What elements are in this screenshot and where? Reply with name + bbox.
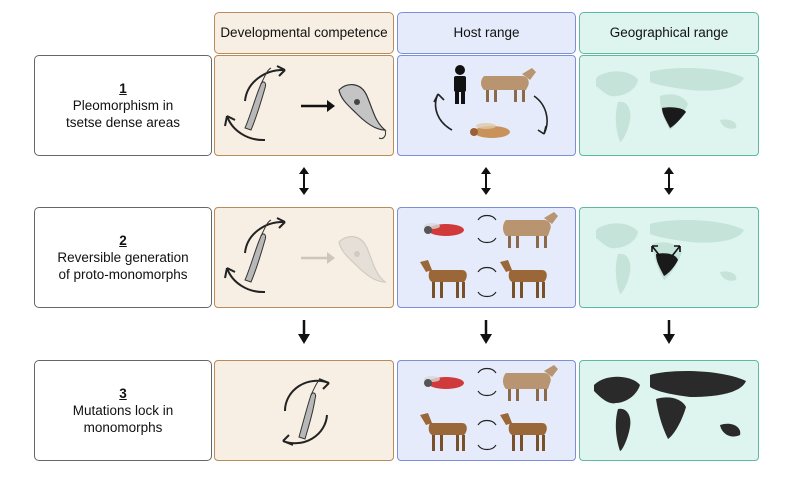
horsefly-icon (424, 223, 464, 236)
cycle-arrows-small-icon (477, 214, 497, 244)
arrow-right-faded-icon (301, 252, 335, 264)
double-arrow-host-icon (481, 167, 491, 195)
cycle-arrows-small-icon (477, 419, 497, 451)
row-2-number: 2 (119, 233, 127, 248)
trypanosome-slender-icon (244, 67, 272, 131)
cattle-icon (503, 212, 558, 248)
header-developmental-competence: Developmental competence (214, 12, 394, 54)
row-2-label: 2 Reversible generation of proto-monomor… (34, 207, 212, 308)
row-1-label: 1 Pleomorphism in tsetse dense areas (34, 55, 212, 156)
row-3-developmental-cell (214, 360, 394, 461)
row-3-line2: monomorphs (83, 420, 163, 435)
horsefly-icon (424, 376, 464, 389)
africa-region-icon (660, 94, 688, 130)
row-1-host-cell (397, 55, 576, 156)
horse-icon (500, 260, 547, 298)
header-geographical-range: Geographical range (579, 12, 759, 54)
horse-icon (420, 413, 467, 451)
cattle-icon (481, 68, 536, 102)
row-1-geographical-cell (579, 55, 759, 156)
horse-icon (420, 260, 467, 298)
header-host-label: Host range (453, 25, 520, 40)
trypanosome-stumpy-faded-icon (338, 236, 387, 283)
trypanosome-slender-icon (298, 378, 322, 440)
cycle-arrows-small-icon (477, 266, 497, 298)
cycle-arrows-icon (433, 93, 548, 135)
africa-spread-icon (651, 245, 681, 276)
row-3-line1: Mutations lock in (72, 403, 174, 418)
row-3-label: 3 Mutations lock in monomorphs (34, 360, 212, 461)
down-arrow-host-icon (480, 320, 492, 344)
down-arrow-dev-icon (298, 320, 310, 344)
world-map-full-icon (594, 371, 746, 451)
header-host-range: Host range (397, 12, 576, 54)
down-arrow-geo-icon (663, 320, 675, 344)
header-developmental-label: Developmental competence (220, 25, 388, 40)
double-arrow-dev-icon (299, 167, 309, 195)
row-1-line2: tsetse dense areas (65, 115, 181, 130)
arrow-right-icon (301, 100, 335, 112)
row-1-number: 1 (119, 81, 127, 96)
cycle-arrows-small-icon (477, 367, 497, 397)
row-2-geographical-cell (579, 207, 759, 308)
row-1-developmental-cell (214, 55, 394, 156)
world-map-faded-icon (596, 68, 744, 142)
cycle-arrows-icon (224, 217, 286, 294)
tsetse-fly-icon (470, 123, 510, 138)
row-2-developmental-cell (214, 207, 394, 308)
row-3-number: 3 (119, 386, 127, 401)
cycle-arrows-icon (224, 65, 286, 142)
cattle-icon (503, 365, 558, 401)
row-1-line1: Pleomorphism in (72, 98, 174, 113)
header-geo-label: Geographical range (609, 25, 729, 40)
row-3-geographical-cell (579, 360, 759, 461)
row-3-host-cell (397, 360, 576, 461)
double-arrow-geo-icon (664, 167, 674, 195)
trypanosome-slender-icon (244, 219, 272, 283)
human-icon (454, 65, 466, 104)
trypanosome-stumpy-icon (338, 84, 387, 139)
horse-icon (500, 413, 547, 451)
row-2-line1: Reversible generation (57, 250, 189, 265)
row-2-host-cell (397, 207, 576, 308)
row-2-line2: of proto-monomorphs (58, 267, 188, 282)
